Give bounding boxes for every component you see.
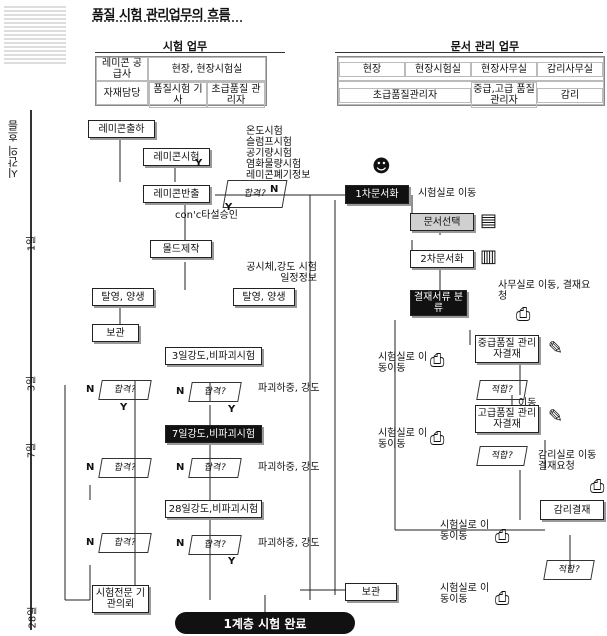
decision-3a: 합격?: [98, 380, 152, 400]
box-mid-approve: 중급품질 관리자결재: [475, 335, 539, 363]
break-3: 파괴하중, 강도: [258, 383, 320, 394]
printer-icon: ⎙: [495, 528, 509, 546]
test-list-4: 레미콘폐기정보: [246, 170, 310, 181]
folder-icon: ▤: [480, 212, 497, 230]
printer-icon: ⎙: [495, 590, 509, 608]
yn: N: [176, 462, 184, 473]
box-test-7day: 7일강도,비파괴시험: [165, 425, 262, 443]
box-supervisor-approve: 감리결재: [540, 500, 604, 520]
yn: Y: [120, 402, 127, 413]
stamp-icon: ✎: [548, 408, 563, 426]
printer-icon: ⎙: [430, 352, 444, 370]
box-external: 시험전문 기관의뢰: [92, 585, 149, 613]
box-doc-2: 2차문서화: [410, 250, 474, 268]
strength-info: 공시체,강도 시험일정정보: [242, 262, 317, 284]
decision-28b: 합격?: [188, 535, 242, 555]
yn: N: [86, 462, 94, 473]
decision-fit-1: 적합?: [476, 380, 528, 400]
box-store: 보관: [92, 324, 139, 342]
decision-7b: 합격?: [188, 458, 242, 478]
move-lab-5: 시험실로 이동이동: [440, 583, 490, 605]
test-list-3: 염화물량시험: [246, 159, 301, 170]
printer-icon: ⎙: [430, 430, 444, 448]
stamp-icon: ✎: [548, 340, 563, 358]
move-supervision: 감리실로 이동 결재요청: [538, 450, 607, 472]
decision-fit-2: 적합?: [476, 446, 528, 466]
box-mold: 몰드제작: [150, 240, 212, 258]
box-doc-store: 보관: [345, 583, 397, 601]
person-icon: ☻: [372, 158, 391, 176]
box-test-3day: 3일강도,비파괴시험: [165, 347, 262, 365]
yn: N: [176, 538, 184, 549]
box-remicon-ship: 레미콘출하: [88, 120, 155, 138]
printer-icon: ⎙: [590, 478, 604, 496]
move-office: 사무실로 이동, 결재요청: [498, 280, 598, 302]
yn: N: [270, 184, 278, 195]
yn: Y: [195, 158, 202, 169]
box-doc-select: 문서선택: [410, 213, 474, 231]
box-classify: 결재서류 분류: [410, 290, 467, 316]
break-28: 파괴하중, 강도: [258, 538, 320, 549]
yn: Y: [228, 556, 235, 567]
decision-7a: 합격?: [98, 458, 152, 478]
move-lab-2: 시험실로 이동이동: [378, 352, 428, 374]
box-test-28day: 28일강도,비파괴시험: [165, 500, 262, 518]
yn: N: [86, 537, 94, 548]
decision-3b: 합격?: [188, 382, 242, 402]
move-lab-3: 시험실로 이동이동: [378, 428, 428, 450]
test-list-0: 온도시험: [246, 126, 283, 137]
move-lab-1: 시험실로 이동: [418, 188, 476, 199]
move-lab-4: 시험실로 이동이동: [440, 520, 490, 542]
box-cure-1: 탈영, 양생: [92, 288, 154, 306]
box-doc-1: 1차문서화: [345, 185, 409, 204]
printer-icon: ⎙: [516, 306, 530, 324]
yn: N: [86, 384, 94, 395]
test-list-1: 슬럼프시험: [246, 137, 292, 148]
decision-fit-3: 적합?: [543, 560, 595, 580]
yn: Y: [228, 404, 235, 415]
yn: N: [176, 386, 184, 397]
final-complete: 1계층 시험 완료: [175, 612, 355, 634]
box-remicon-out: 레미콘반출: [143, 185, 210, 203]
yn: Y: [225, 202, 232, 213]
break-7: 파괴하중, 강도: [258, 462, 320, 473]
test-list-2: 공기량시험: [246, 148, 292, 159]
binder-icon: ▥: [480, 248, 497, 266]
box-high-approve: 고급품질 관리자결재: [475, 405, 539, 433]
decision-28a: 합격?: [98, 533, 152, 553]
box-cure-2: 탈영, 양생: [233, 288, 295, 306]
